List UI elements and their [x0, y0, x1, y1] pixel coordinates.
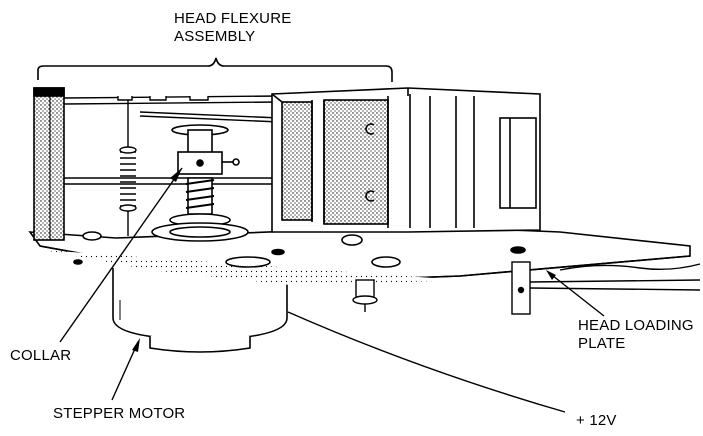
arrowheads	[132, 168, 556, 352]
head-flexure-assembly-label: HEAD FLEXURE ASSEMBLY	[174, 10, 291, 46]
stepper-motor-label: STEPPER MOTOR	[53, 405, 186, 422]
head-flexure-label-line1: HEAD FLEXURE	[174, 10, 292, 27]
power-wire	[287, 311, 566, 413]
tension-spring	[119, 100, 137, 236]
assembly-bracket	[37, 57, 393, 82]
mounting-screw	[352, 279, 378, 312]
head-block	[82, 87, 541, 246]
head-loading-mechanism	[511, 261, 701, 315]
head-loading-plate-label: HEAD LOADING PLATE	[578, 317, 694, 353]
head-loading-label-line2: PLATE	[578, 335, 626, 352]
supply-voltage-label: + 12V	[576, 412, 617, 429]
leader-lines	[59, 167, 605, 401]
stepper-motor	[112, 268, 288, 353]
left-frame	[33, 87, 65, 241]
collar-label: COLLAR	[10, 347, 72, 364]
flexure-arms	[63, 95, 281, 185]
head-loading-label-line1: HEAD LOADING	[578, 317, 694, 334]
leadscrew-shaft	[151, 124, 249, 242]
head-flexure-label-line2: ASSEMBLY	[174, 28, 256, 45]
